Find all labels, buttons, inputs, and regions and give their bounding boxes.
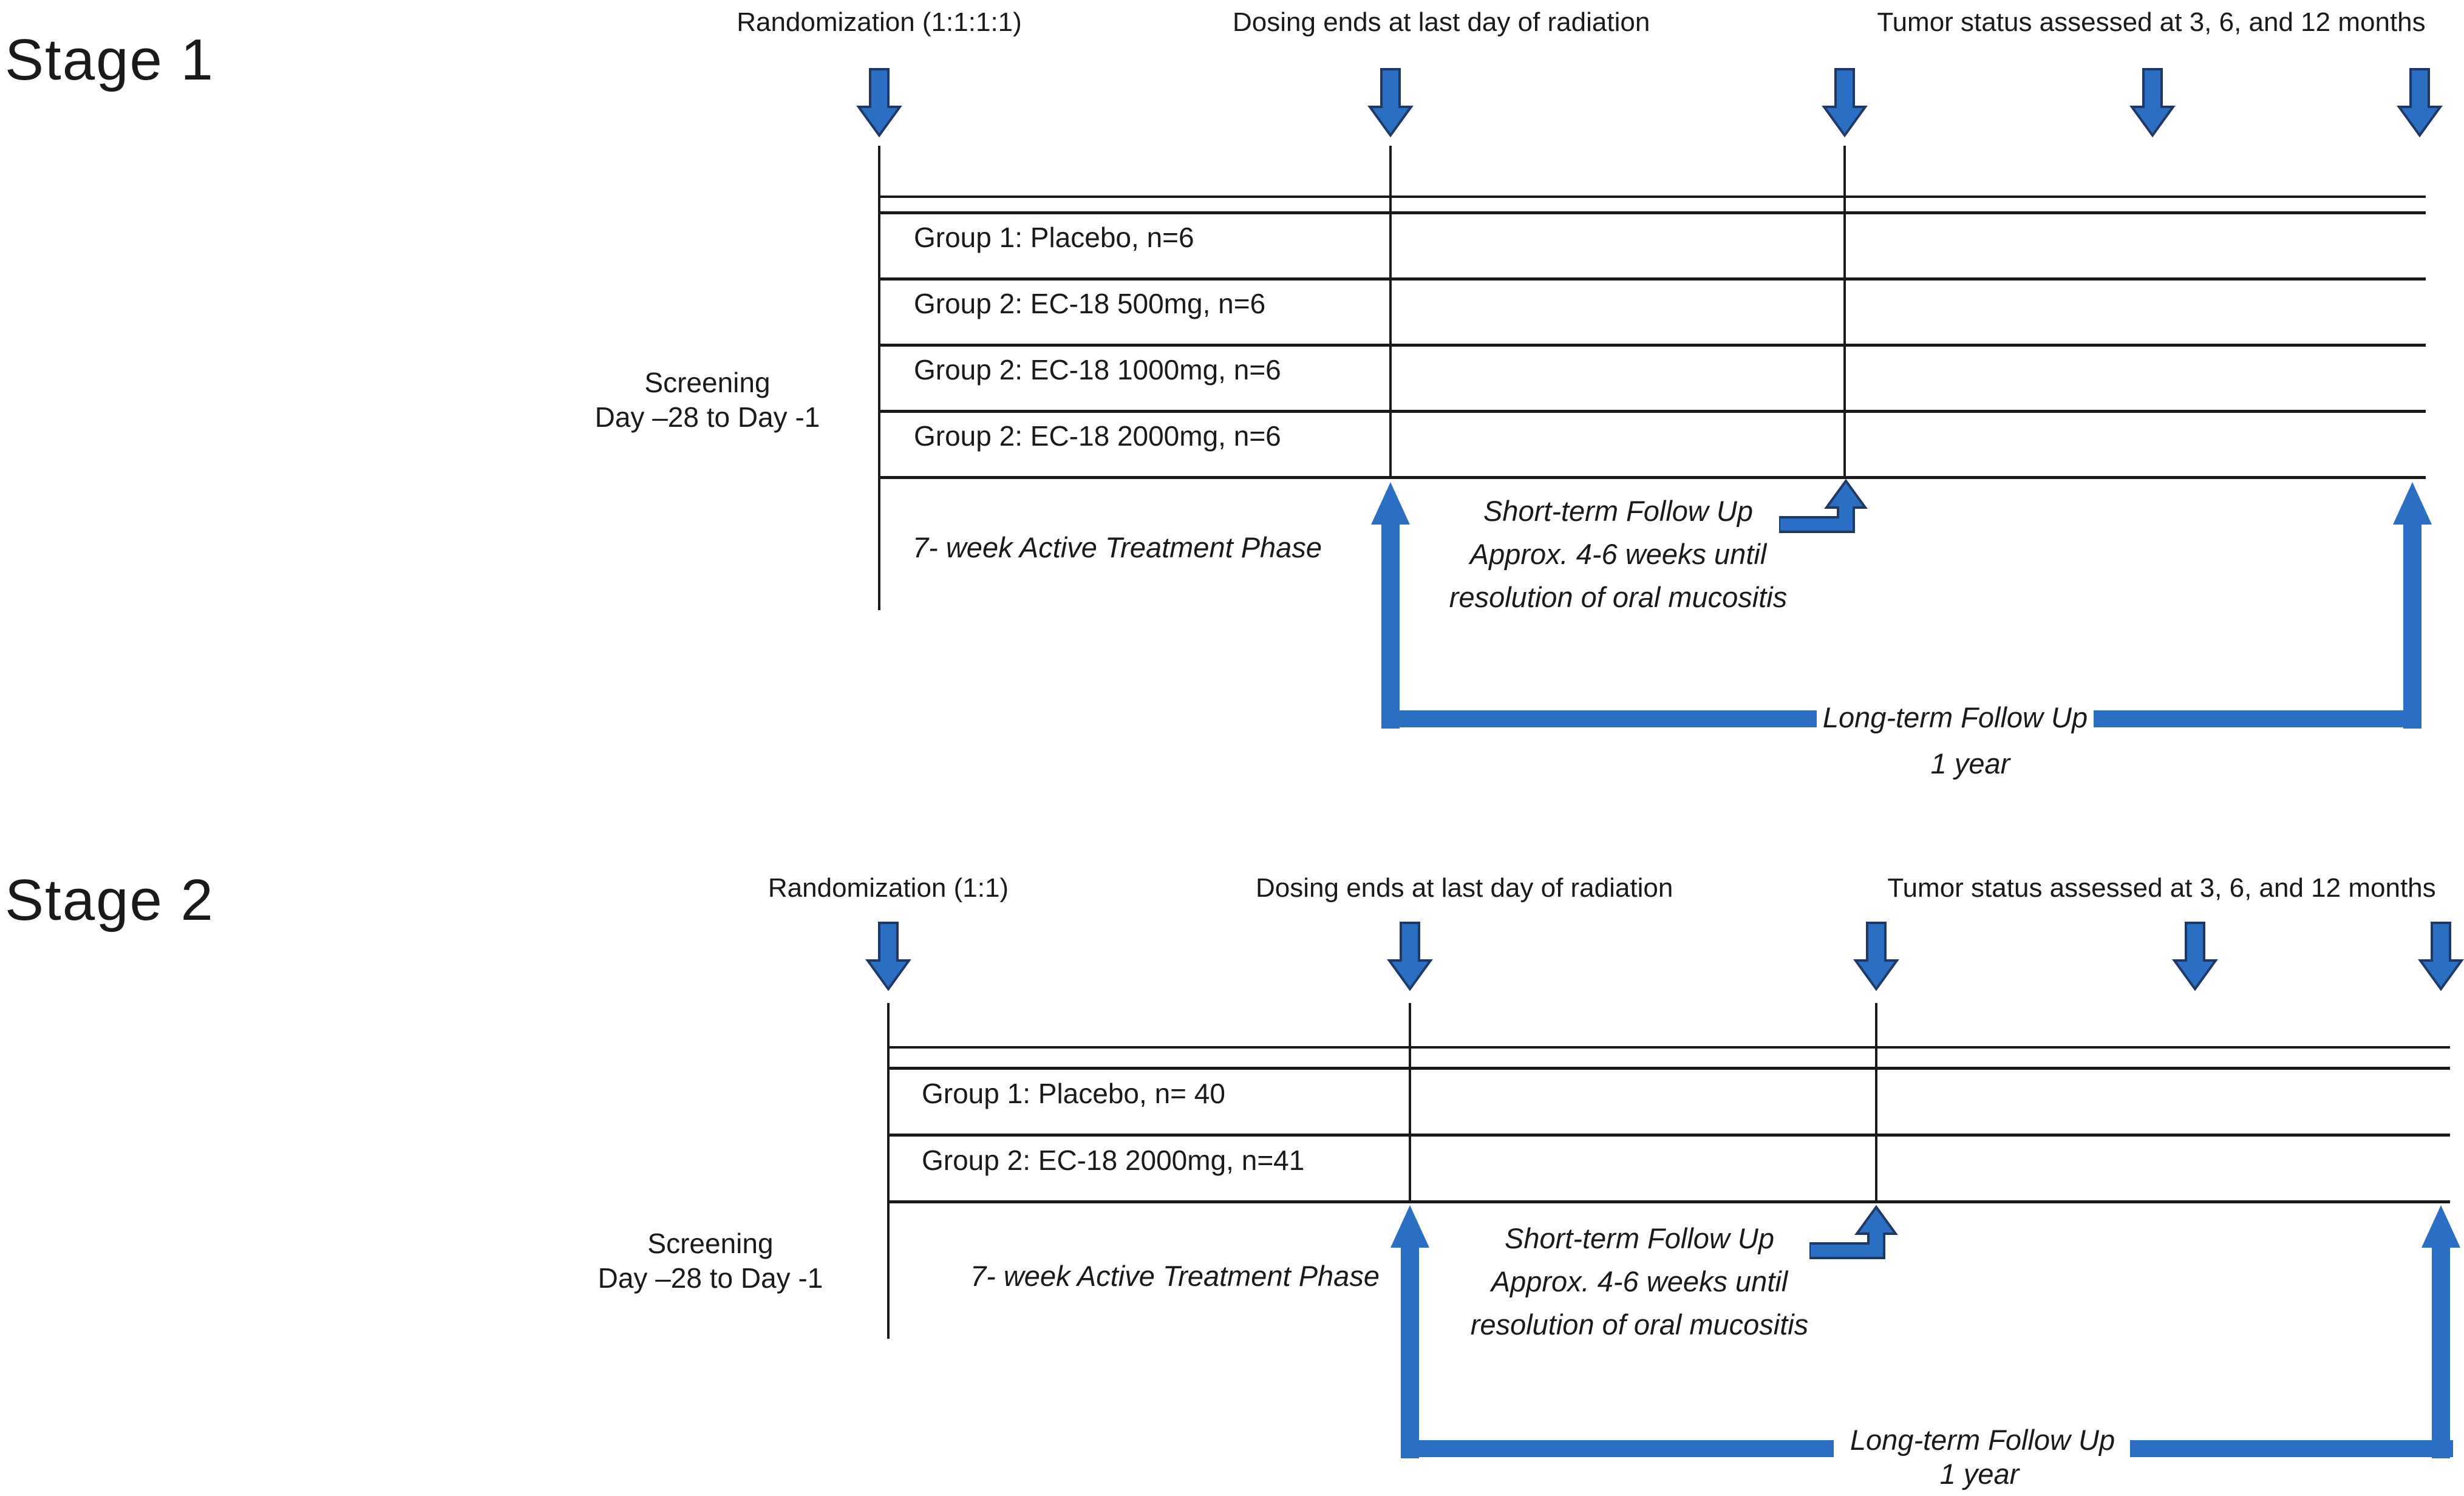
randomization-line [878,146,880,610]
short-term-line2: Approx. 4-6 weeks until [1469,538,1767,570]
treatment-phase-label: 7- week Active Treatment Phase [970,1260,1380,1292]
down-arrow-icon [2418,922,2464,991]
group-row-label: Group 1: Placebo, n=6 [914,222,1194,253]
elbow-up-arrow-icon [1809,1205,1898,1259]
group-table-row-line [879,277,2426,280]
long-term-followup-bar [1401,1440,1834,1457]
dosing-up-arrow-icon [1371,482,1410,729]
randomization-label: Randomization (1:1) [767,873,1009,903]
down-arrow-icon [865,922,911,991]
down-arrow-icon [1367,68,1414,137]
short-term-line3: resolution of oral mucositis [1449,581,1788,613]
short-term-line3: resolution of oral mucositis [1470,1308,1809,1341]
elbow-up-arrow-icon [1779,478,1868,533]
down-arrow-icon [1822,68,1868,137]
short-term-line1: Short-term Follow Up [1483,495,1753,527]
group-row-label: Group 1: Placebo, n= 40 [922,1078,1225,1109]
group-table-row-line [888,1067,2450,1070]
dosing-line [1389,146,1392,478]
group-table-row-line [879,410,2426,413]
down-arrow-icon [2172,922,2218,991]
dosing-ends-label: Dosing ends at last day of radiation [1233,7,1650,37]
long-term-followup-bar [2094,710,2417,727]
dosing-line [1409,1003,1411,1201]
long-term-duration-label: 1 year [1939,1458,2020,1490]
screening-label: Screening Day –28 to Day -1 [559,1226,862,1296]
screening-label: Screening Day –28 to Day -1 [556,365,859,435]
group-row-label: Group 2: EC-18 1000mg, n=6 [914,354,1281,386]
timeline-baseline [879,195,2426,198]
screening-line1: Screening [644,367,771,398]
down-arrow-icon [2129,68,2176,137]
long-term-followup-label: Long-term Follow Up [1850,1424,2115,1456]
group-table-row-line [888,1200,2450,1203]
group-table-row-line [879,344,2426,347]
dosing-ends-label: Dosing ends at last day of radiation [1256,873,1673,903]
screening-line1: Screening [647,1228,774,1259]
short-term-line1: Short-term Follow Up [1505,1222,1774,1254]
group-row-label: Group 2: EC-18 500mg, n=6 [914,288,1266,319]
group-table-row-line [879,211,2426,214]
dosing-up-arrow-icon [1390,1205,1429,1458]
long-term-followup-bar [1382,710,1817,727]
long-term-up-arrow-icon [2393,482,2432,729]
tumor-assessment-line [1843,146,1846,478]
long-term-up-arrow-icon [2421,1205,2460,1458]
long-term-followup-bar [2130,1440,2453,1457]
group-row-label: Group 2: EC-18 2000mg, n=41 [922,1144,1305,1176]
stage-title: Stage 2 [5,868,214,933]
screening-line2: Day –28 to Day -1 [594,401,820,433]
short-term-line2: Approx. 4-6 weeks until [1491,1265,1788,1297]
tumor-status-label: Tumor status assessed at 3, 6, and 12 mo… [1887,873,2436,903]
tumor-assessment-line [1875,1003,1877,1201]
down-arrow-icon [1853,922,1899,991]
down-arrow-icon [2397,68,2443,137]
group-table-row-line [888,1134,2450,1137]
down-arrow-icon [856,68,902,137]
screening-line2: Day –28 to Day -1 [597,1262,823,1294]
tumor-status-label: Tumor status assessed at 3, 6, and 12 mo… [1877,7,2426,37]
short-term-followup-note: Short-term Follow Up Approx. 4-6 weeks u… [1442,1217,1837,1346]
long-term-duration-label: 1 year [1930,747,2010,780]
randomization-line [887,1003,890,1339]
down-arrow-icon [1387,922,1433,991]
randomization-label: Randomization (1:1:1:1) [737,7,1022,37]
short-term-followup-note: Short-term Follow Up Approx. 4-6 weeks u… [1421,489,1816,619]
stage-title: Stage 1 [5,27,214,92]
treatment-phase-label: 7- week Active Treatment Phase [913,531,1322,563]
group-row-label: Group 2: EC-18 2000mg, n=6 [914,420,1281,452]
long-term-followup-label: Long-term Follow Up [1822,701,2088,733]
group-table-row-line [879,476,2426,479]
timeline-baseline [888,1046,2450,1049]
